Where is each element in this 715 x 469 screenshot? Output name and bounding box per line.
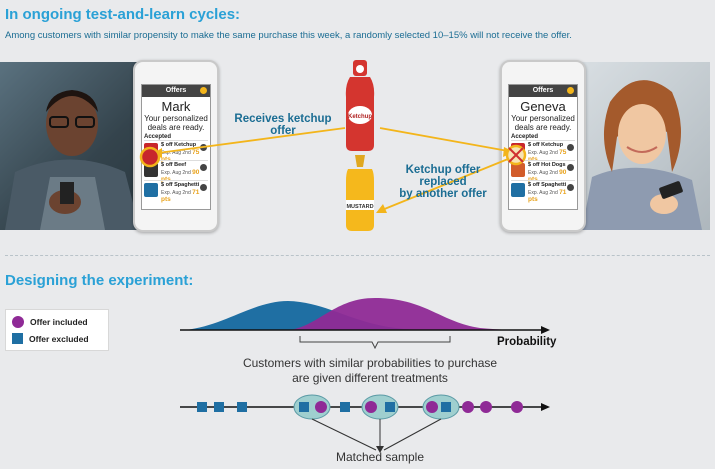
excluded-square xyxy=(441,402,451,412)
deal-title: $ off Hot Dogs xyxy=(528,162,566,168)
deal-item[interactable]: $ off Hot Dogs Exp. Aug 2nd 90 pts xyxy=(511,160,575,183)
axis-label: Probability xyxy=(497,336,557,348)
replaced-offer-label: Ketchup offer replaced by another offer xyxy=(383,164,503,200)
excluded-square xyxy=(299,402,309,412)
legend-item-included: Offer included xyxy=(12,316,88,328)
customer-name: Geneva xyxy=(520,99,566,114)
arrow-to-right-phone xyxy=(379,127,509,152)
deal-item[interactable]: $ off Beef Exp. Aug 2nd 90 pts xyxy=(144,160,208,183)
excluded-square-icon xyxy=(12,333,23,344)
page-title: In ongoing test-and-learn cycles: xyxy=(5,6,241,23)
sample-arrowhead xyxy=(541,403,550,411)
included-circle xyxy=(480,401,492,413)
included-distribution xyxy=(290,298,540,330)
included-circle xyxy=(426,401,438,413)
deal-title: $ off Spaghetti xyxy=(528,182,567,188)
spaghetti-icon xyxy=(511,183,525,197)
spaghetti-icon xyxy=(144,183,158,197)
included-circle xyxy=(365,401,377,413)
section-divider xyxy=(5,255,710,256)
axis-arrowhead xyxy=(541,326,550,334)
bracket xyxy=(299,336,451,350)
ketchup-bottle-icon xyxy=(345,60,375,151)
deal-expiry: Exp. Aug 2nd 90 pts xyxy=(161,169,200,183)
app-title: Offers xyxy=(532,87,554,94)
mustard-bottle-icon xyxy=(346,155,374,231)
legend-item-excluded: Offer excluded xyxy=(12,333,89,344)
excluded-square xyxy=(237,402,247,412)
excluded-square xyxy=(214,402,224,412)
matched-sample-label: Matched sample xyxy=(335,450,425,464)
receives-offer-label: Receives ketchup offer xyxy=(234,113,332,137)
deal-title: $ off Beef xyxy=(161,162,187,168)
tagline: Your personalized deals are ready. xyxy=(511,114,575,132)
man-illustration xyxy=(0,62,150,230)
deal-expiry: Exp. Aug 2nd 75 pts xyxy=(528,149,567,163)
section-label: Accepted xyxy=(511,134,539,140)
cross-line xyxy=(508,147,524,163)
included-circle xyxy=(315,401,327,413)
offer-flow-overlay: Ketchup MUSTARD xyxy=(139,60,527,231)
hot-dog-icon xyxy=(511,163,525,177)
deal-expiry: Exp. Aug 2nd 71 pts xyxy=(161,189,200,203)
replaced-line1: Ketchup offer replaced xyxy=(405,164,481,188)
pointer-line xyxy=(383,418,442,451)
coin-icon xyxy=(567,87,574,94)
included-circle xyxy=(462,401,474,413)
deal-expiry: Exp. Aug 2nd 75 pts xyxy=(161,149,200,163)
experiment-diagram xyxy=(180,298,550,453)
chevron-right-icon xyxy=(200,184,207,191)
chevron-right-icon xyxy=(567,164,574,171)
ketchup-highlight-left xyxy=(139,146,161,168)
arrow-to-left-phone xyxy=(157,127,346,154)
pointer-arrowhead xyxy=(376,446,384,453)
customer-photo-right xyxy=(572,62,710,230)
excluded-square xyxy=(385,402,395,412)
included-circle xyxy=(511,401,523,413)
caption-line2: are given different treatments xyxy=(292,371,448,385)
deal-title: $ off Ketchup xyxy=(528,142,564,148)
arrowhead-mustard xyxy=(376,204,387,213)
excluded-square xyxy=(340,402,350,412)
page-subtitle: Among customers with similar propensity … xyxy=(5,30,572,41)
legend-label: Offer excluded xyxy=(29,333,89,344)
app-title-bar: Offers xyxy=(142,85,210,97)
legend-label: Offer included xyxy=(30,317,88,327)
woman-illustration xyxy=(582,80,702,230)
deal-item[interactable]: $ off Spaghetti Exp. Aug 2nd 71 pts xyxy=(144,180,208,203)
deal-item[interactable]: $ off Spaghetti Exp. Aug 2nd 71 pts xyxy=(511,180,575,203)
caption-line1: Customers with similar probabilities to … xyxy=(242,356,498,370)
mustard-label: MUSTARD xyxy=(346,204,373,210)
deal-title: $ off Ketchup xyxy=(161,142,197,148)
app-title-bar: Offers xyxy=(509,85,577,97)
pointer-line xyxy=(311,418,377,451)
deal-expiry: Exp. Aug 2nd 90 pts xyxy=(528,169,567,183)
chevron-right-icon xyxy=(567,184,574,191)
phone-right-screen: Offers Geneva Your personalized deals ar… xyxy=(508,84,578,210)
deal-expiry: Exp. Aug 2nd 71 pts xyxy=(528,189,567,203)
caption: Customers with similar probabilities to … xyxy=(220,356,520,386)
chevron-right-icon xyxy=(200,164,207,171)
section-label: Accepted xyxy=(144,134,172,140)
replaced-line2: by another offer xyxy=(399,188,487,200)
coin-icon xyxy=(200,87,207,94)
customer-name: Mark xyxy=(161,99,191,114)
chevron-right-icon xyxy=(567,144,574,151)
tagline: Your personalized deals are ready. xyxy=(144,114,208,132)
legend: Offer included Offer excluded xyxy=(5,309,109,351)
included-circle-icon xyxy=(12,316,24,328)
arrow-to-mustard xyxy=(381,158,509,211)
deal-title: $ off Spaghetti xyxy=(161,182,200,188)
ketchup-label: Ketchup xyxy=(348,114,372,120)
customer-photo-left xyxy=(0,62,150,230)
excluded-square xyxy=(197,402,207,412)
section-title: Designing the experiment: xyxy=(5,272,194,289)
app-title: Offers xyxy=(165,87,187,94)
